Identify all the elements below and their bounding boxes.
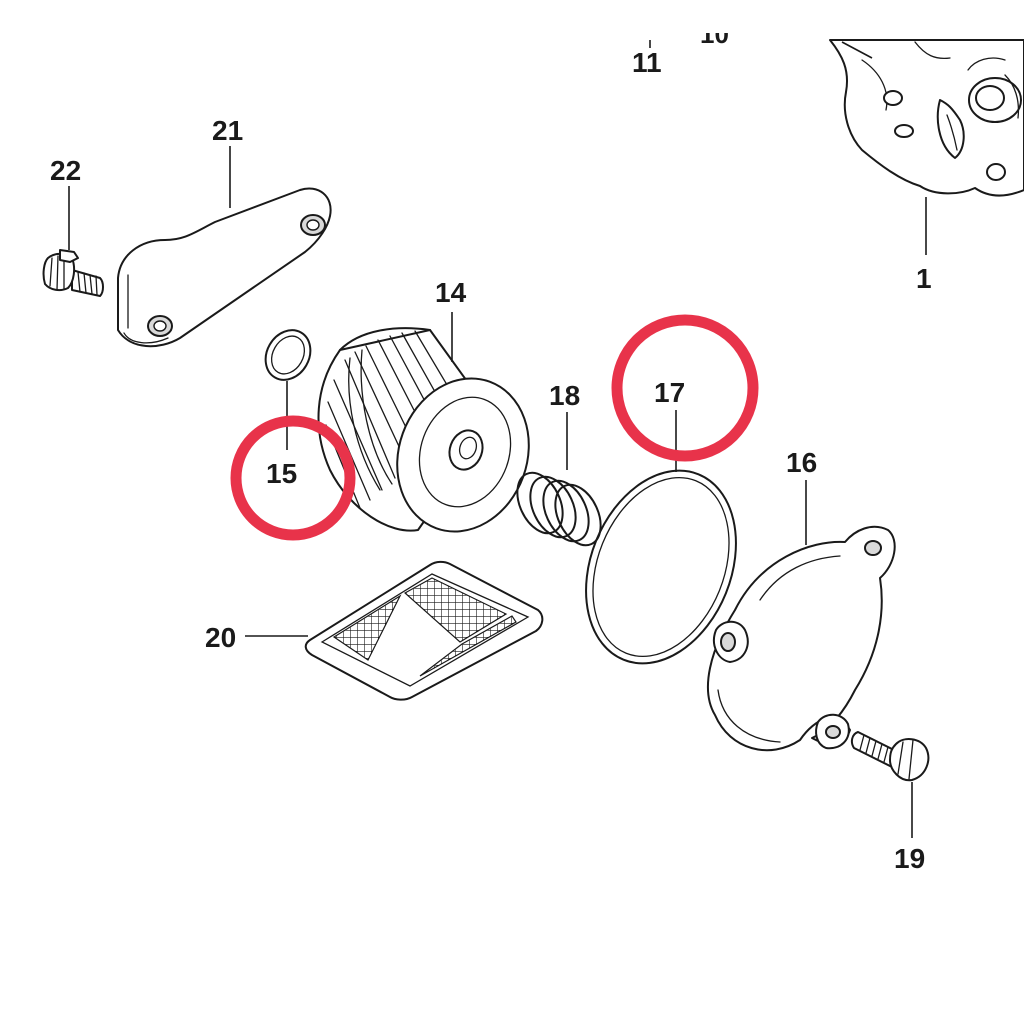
part-label-1: 1 [916, 263, 932, 294]
part-label-14: 14 [435, 277, 467, 308]
part-label-19: 19 [894, 843, 925, 874]
part-label-16: 16 [786, 447, 817, 478]
part-label-21: 21 [212, 115, 243, 146]
part-label-17: 17 [654, 377, 685, 408]
part-label-11: 11 [632, 47, 662, 78]
top-crop-mask [600, 0, 800, 33]
oil-filter-14-drawing [317, 327, 530, 533]
part-label-15: 15 [266, 458, 297, 489]
part-label-18: 18 [549, 380, 580, 411]
highlight-circle-17 [611, 314, 759, 462]
bolt-22-drawing [42, 249, 104, 297]
large-o-ring-17-drawing [585, 469, 737, 665]
part-label-22: 22 [50, 155, 81, 186]
highlight-circle-15 [230, 415, 356, 541]
cover-plate-21-drawing [117, 187, 332, 348]
strainer-screen-20-drawing [304, 560, 544, 701]
engine-casing-drawing [829, 39, 1024, 197]
part-label-20: 20 [205, 622, 236, 653]
small-o-ring-15-drawing [264, 329, 312, 381]
filter-cap-16-drawing [707, 525, 896, 752]
spring-18-drawing [516, 471, 602, 547]
bolt-19-drawing [850, 731, 930, 782]
